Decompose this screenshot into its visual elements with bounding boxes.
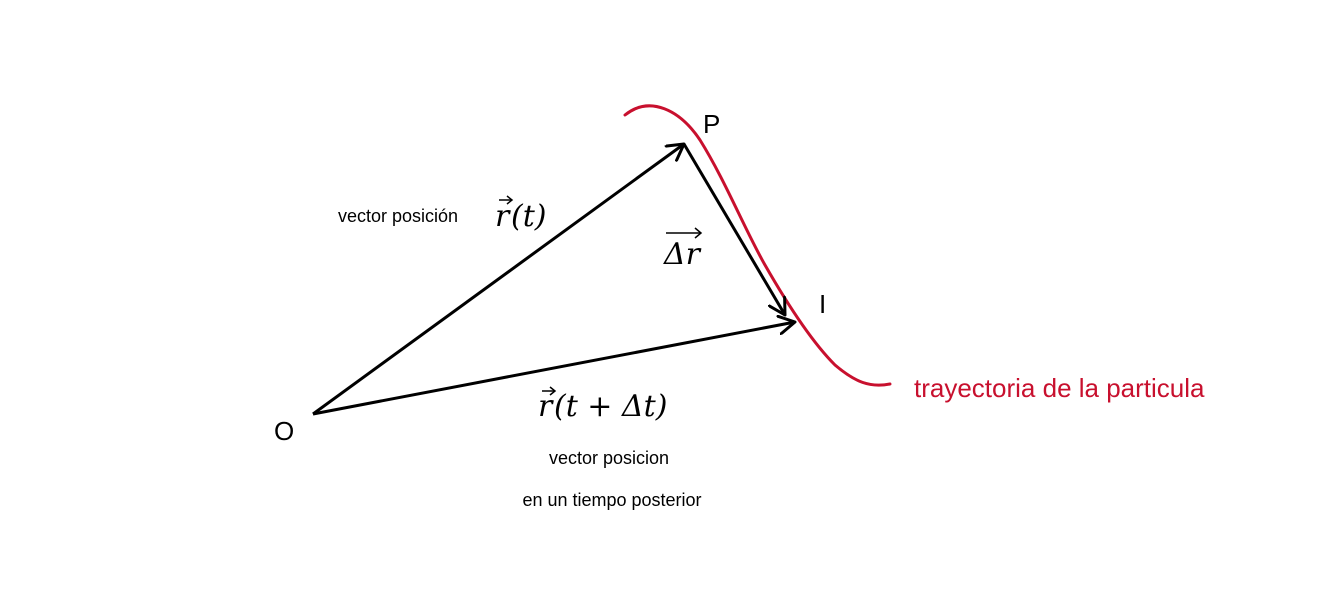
point-label-i: I [819, 289, 826, 319]
vector-r-t-arrow [312, 144, 684, 416]
vector-r-t-dt-arrow [312, 322, 795, 416]
vector-r-t-dt-caption-line1: vector posicion [549, 448, 669, 468]
trajectory-label: trayectoria de la particula [914, 373, 1205, 403]
vector-r-t-label: r (t) [495, 195, 546, 234]
vector-r-t-dt-symbol: r [538, 389, 554, 424]
trajectory-curve [623, 104, 892, 387]
vector-r-t-argument: (t) [511, 199, 546, 234]
vector-delta-r-symbol: Δr [663, 237, 702, 272]
point-label-p: P [703, 109, 720, 139]
vector-r-t-caption: vector posición [338, 206, 458, 226]
vector-arrow-accent-icon [499, 195, 514, 205]
vector-delta-r-label: Δr [663, 227, 703, 272]
point-label-o: O [274, 416, 294, 446]
vector-arrow-accent-icon [666, 227, 703, 239]
vector-r-t-symbol: r [495, 199, 511, 234]
vector-delta-r-arrow [682, 143, 785, 315]
vector-r-t-dt-caption-line2: en un tiempo posterior [522, 490, 701, 510]
vector-r-t-dt-argument: (t + Δt) [554, 389, 667, 424]
vector-r-t-dt-label: r (t + Δt) [538, 386, 667, 424]
vector-arrow-accent-icon [542, 386, 557, 396]
